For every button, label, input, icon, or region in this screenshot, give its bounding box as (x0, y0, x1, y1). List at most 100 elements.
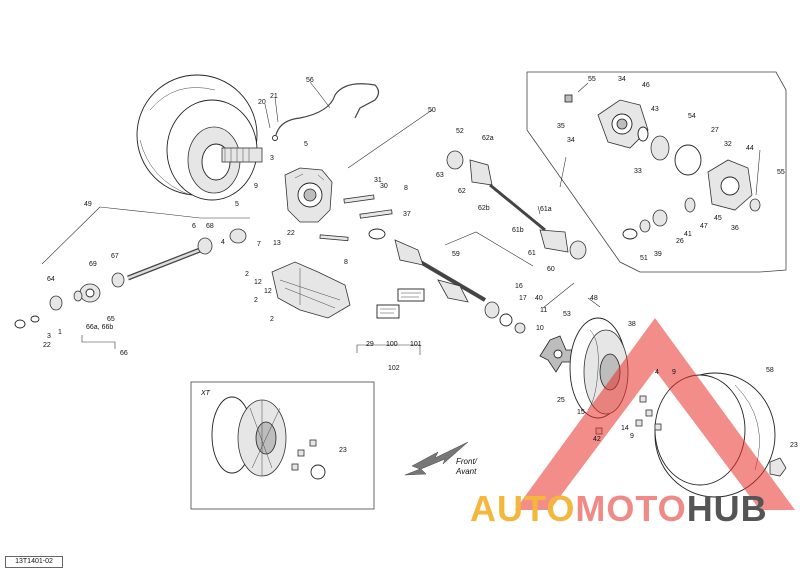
callout: 46 (642, 82, 650, 89)
callout: 27 (711, 127, 719, 134)
callout: 32 (724, 141, 732, 148)
callout: 51 (640, 255, 648, 262)
callout: 12 (264, 288, 272, 295)
callout: 68 (206, 223, 214, 230)
callout: 2 (254, 297, 258, 304)
callout: 69 (89, 261, 97, 268)
callout: 61 (528, 250, 536, 257)
callout: 54 (688, 113, 696, 120)
callout: 47 (700, 223, 708, 230)
figure-code: 13T1401-02 (5, 556, 63, 568)
brake-line (272, 83, 380, 141)
callout: 30 (380, 183, 388, 190)
callout: 60 (547, 266, 555, 273)
callout: 8 (344, 259, 348, 266)
callout: 62a (482, 135, 494, 142)
callout: 5 (304, 141, 308, 148)
front-direction-arrow (404, 441, 469, 476)
callout: 62 (458, 188, 466, 195)
callout: 20 (258, 99, 266, 106)
callout: 12 (254, 279, 262, 286)
prop-shaft (111, 228, 247, 288)
callout: 11 (540, 307, 547, 314)
boots-and-shaft (446, 150, 587, 260)
callout: 2 (245, 271, 249, 278)
callout: 10 (536, 325, 544, 332)
gearbox-inset (526, 71, 787, 273)
skid-plate (271, 261, 351, 319)
direction-label: Front/ (456, 457, 478, 466)
callout: 4 (221, 239, 225, 246)
callout: 3 (270, 155, 274, 162)
rear-left-tire (136, 74, 263, 201)
callout: 21 (270, 93, 278, 100)
inset-label: XT (200, 390, 211, 397)
decals (376, 288, 425, 319)
callout-labels: 56 20 21 5 3 9 5 50 31 30 8 37 8 7 13 22… (43, 76, 798, 476)
direction-label: Avant (455, 467, 477, 476)
callout: 41 (684, 231, 692, 238)
callout: 38 (628, 321, 636, 328)
watermark-triangle (515, 318, 795, 510)
callout: 34 (618, 76, 626, 83)
callout: 45 (714, 215, 722, 222)
callout: 39 (654, 251, 662, 258)
callout: 61a (540, 206, 552, 213)
callout: 8 (404, 185, 408, 192)
callout: 49 (84, 201, 92, 208)
callout: 58 (766, 367, 774, 374)
callout: 55 (777, 169, 785, 176)
callout: 59 (452, 251, 460, 258)
rear-differential (284, 167, 333, 223)
hub-53 (539, 335, 577, 373)
callout: 14 (621, 425, 629, 432)
callout: 3 (47, 333, 51, 340)
callout: 4 (655, 369, 659, 376)
callout: 65 (107, 316, 115, 323)
callout: 55 (588, 76, 596, 83)
callout: 22 (43, 342, 51, 349)
drive-shaft-59 (394, 239, 526, 334)
callout: 48 (590, 295, 598, 302)
watermark-part: MOTO (575, 488, 687, 529)
callout: 102 (388, 365, 400, 372)
callout: 53 (563, 311, 571, 318)
callout: 16 (515, 283, 523, 290)
callout: 22 (287, 230, 295, 237)
callout: 62b (478, 205, 490, 212)
callout: 7 (257, 241, 261, 248)
callout: 40 (535, 295, 543, 302)
callout: 50 (428, 107, 436, 114)
coupler-parts (14, 283, 101, 329)
callout: 23 (339, 447, 347, 454)
watermark-part: AUTO (470, 488, 576, 529)
watermark-part: HUB (686, 488, 768, 529)
callout: 37 (403, 211, 411, 218)
watermark-logo: AUTOMOTOHUB (470, 489, 768, 529)
callout: 64 (47, 276, 55, 283)
callout: 9 (254, 183, 258, 190)
callout: 100 (386, 341, 398, 348)
callout: 101 (410, 341, 422, 348)
callout: 26 (676, 238, 684, 245)
hub-nut-23 (769, 457, 787, 477)
callout: 66a, 66b (86, 324, 113, 331)
callout: 63 (436, 172, 444, 179)
callout: 9 (672, 369, 676, 376)
callout: 6 (192, 223, 196, 230)
callout: 43 (651, 106, 659, 113)
washer-37 (368, 228, 386, 240)
callout: 66 (120, 350, 128, 357)
callout: 23 (790, 442, 798, 449)
callout: 67 (111, 253, 119, 260)
callout: 56 (306, 77, 314, 84)
callout: 33 (634, 168, 642, 175)
callout: 25 (557, 397, 565, 404)
callout: 36 (731, 225, 739, 232)
callout: 2 (270, 316, 274, 323)
callout: 52 (456, 128, 464, 135)
callout: 44 (746, 145, 754, 152)
callout: 61b (512, 227, 524, 234)
leader-lines (41, 81, 761, 355)
